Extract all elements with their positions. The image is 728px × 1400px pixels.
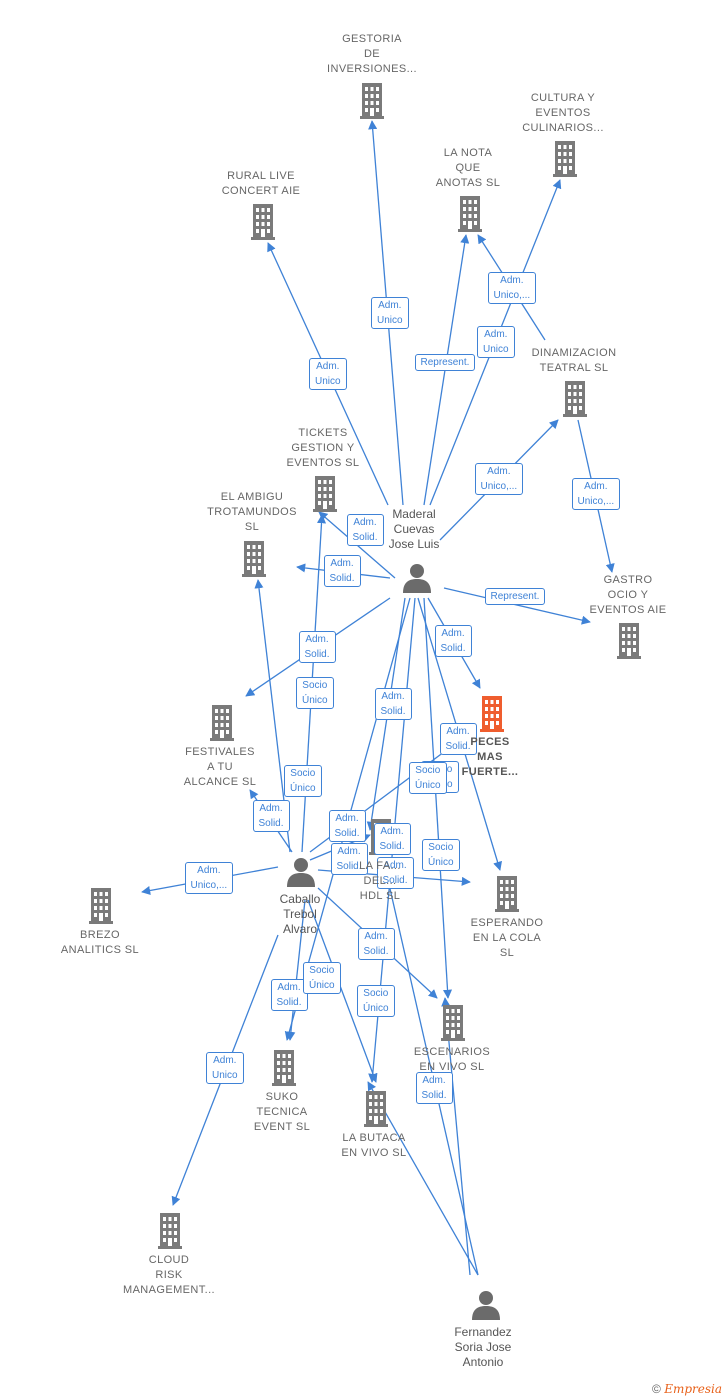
edge-label-caballo-suko[interactable]: Adm. Solid. — [270, 979, 308, 1011]
edge-label-caballo-tickets[interactable]: Socio Único — [296, 677, 334, 709]
edge-fernandez-butaca — [367, 1081, 479, 1276]
edge-label-maderal-lanota[interactable]: Represent. — [414, 353, 476, 371]
building-icon-rural[interactable] — [251, 204, 275, 240]
node-label-cloud[interactable]: CLOUD RISK MANAGEMENT... — [123, 1254, 215, 1296]
edge-label-maderal-tickets[interactable]: Adm. Solid. — [346, 514, 384, 546]
person-icon-fernandez[interactable] — [472, 1291, 500, 1320]
edge-label-maderal-gastro[interactable]: Represent. — [484, 587, 546, 605]
building-icon-escenarios[interactable] — [441, 1005, 465, 1041]
building-icon-lanota[interactable] — [458, 196, 482, 232]
edge-label-caballo-cloud[interactable]: Adm. Unico — [206, 1052, 244, 1084]
building-icon-esperando[interactable] — [495, 876, 519, 912]
edge-fernandez-escenarios — [441, 997, 471, 1276]
edge-caballo-butaca — [307, 899, 378, 1083]
edge-label-maderal-gestoria[interactable]: Adm. Unico — [371, 297, 409, 329]
node-label-fernandez[interactable]: Fernandez Soria Jose Antonio — [454, 1325, 512, 1369]
building-icon-ambigu[interactable] — [242, 541, 266, 577]
edge-label-dinamizacion-gastro[interactable]: Adm. Unico,... — [571, 478, 621, 510]
edge-label-caballo-escenarios[interactable]: Adm. Solid. — [357, 928, 395, 960]
edge-label-caballo-brezo[interactable]: Adm. Unico,... — [184, 862, 234, 894]
node-label-esperando[interactable]: ESPERANDO EN LA COLA SL — [470, 917, 544, 959]
edge-label-maderal-dinamizacion[interactable]: Adm. Unico,... — [474, 463, 524, 495]
edge-fernandez-lafabrica — [380, 857, 479, 1276]
brand-logo[interactable]: Empresia — [664, 1382, 722, 1396]
node-label-butaca[interactable]: LA BUTACA EN VIVO SL — [341, 1132, 407, 1159]
node-label-cultura[interactable]: CULTURA Y EVENTOS CULINARIOS... — [522, 92, 604, 134]
person-icon-caballo[interactable] — [287, 858, 315, 887]
node-label-tickets[interactable]: TICKETS GESTION Y EVENTOS SL — [286, 427, 360, 469]
edge-label-dinamizacion-lanota[interactable]: Adm. Unico,... — [487, 272, 537, 304]
edge-label-maderal-rural[interactable]: Adm. Unico — [309, 358, 347, 390]
edge-label-caballo-esperando[interactable]: Adm. Solid. — [376, 857, 414, 889]
building-icon-festivales[interactable] — [210, 705, 234, 741]
edge-label-maderal-escenarios[interactable]: Adm. Solid. — [439, 723, 477, 755]
node-label-suko[interactable]: SUKO TECNICA EVENT SL — [253, 1091, 311, 1133]
node-label-maderal[interactable]: Maderal Cuevas Jose Luis — [388, 507, 440, 551]
edge-label-maderal-lafabrica[interactable]: Adm. Solid. — [374, 688, 412, 720]
building-icon-dinamizacion[interactable] — [563, 381, 587, 417]
edge-label-caballo-festivales[interactable]: Adm. Solid. — [252, 800, 290, 832]
building-icon-gestoria[interactable] — [360, 83, 384, 119]
edge-label-maderal-ambigu[interactable]: Adm. Solid. — [323, 555, 361, 587]
node-label-lafabrica[interactable]: LA FA... DEL... HDL SL — [359, 860, 401, 902]
person-icon-maderal[interactable] — [403, 564, 431, 593]
edge-label-fernandez-escenarios[interactable]: Socio Único — [422, 839, 460, 871]
node-label-caballo[interactable]: Caballo Trebol Alvaro — [279, 892, 321, 936]
edge-maderal-escenarios — [423, 597, 453, 999]
node-label-ambigu[interactable]: EL AMBIGU TROTAMUNDOS SL — [207, 491, 297, 533]
node-label-dinamizacion[interactable]: DINAMIZACION TEATRAL SL — [531, 347, 617, 374]
edge-caballo-suko — [286, 899, 306, 1041]
edge-label-maderal-cultura[interactable]: Adm. Unico — [477, 326, 515, 358]
node-label-lanota[interactable]: LA NOTA QUE ANOTAS SL — [435, 147, 501, 189]
node-label-gestoria[interactable]: GESTORIA DE INVERSIONES... — [327, 33, 417, 75]
edge-label-maderal-butaca[interactable]: Socio Único — [357, 985, 395, 1017]
node-label-rural[interactable]: RURAL LIVE CONCERT AIE — [221, 170, 301, 197]
footer: © Empresia — [652, 1382, 722, 1396]
node-label-escenarios[interactable]: ESCENARIOS EN VIVO SL — [413, 1046, 491, 1073]
node-label-brezo[interactable]: BREZO ANALITICS SL — [60, 929, 140, 956]
edge-label-fernandez-lafabrica[interactable]: Adm. Solid. — [373, 823, 411, 855]
edge-maderal-gastro — [443, 587, 591, 625]
edge-label-caballo-peces[interactable]: Adm. Solid. — [328, 810, 366, 842]
edge-label-maderal-suko[interactable]: Adm. Solid. — [330, 843, 368, 875]
edge-label-maderal-peces[interactable]: Adm. Solid. — [434, 625, 472, 657]
building-icon-peces[interactable] — [480, 696, 504, 732]
copyright-symbol: © — [652, 1382, 661, 1396]
edge-label-caballo-ambigu[interactable]: Socio Único — [284, 765, 322, 797]
building-icon-cloud[interactable] — [158, 1213, 182, 1249]
edge-label-fernandez-butaca[interactable]: Adm. Solid. — [415, 1072, 453, 1104]
building-icon-cultura[interactable] — [553, 141, 577, 177]
edge-label-caballo-butaca[interactable]: Socio Único — [303, 962, 341, 994]
building-icon-gastro[interactable] — [617, 623, 641, 659]
building-icon-suko[interactable] — [272, 1050, 296, 1086]
building-icon-brezo[interactable] — [89, 888, 113, 924]
edge-label-maderal-festivales[interactable]: Adm. Solid. — [298, 631, 336, 663]
edge-label-caballo-lafabrica[interactable]: Socio Único — [409, 762, 447, 794]
node-label-festivales[interactable]: FESTIVALES A TU ALCANCE SL — [183, 746, 257, 788]
building-icon-butaca[interactable] — [364, 1091, 388, 1127]
node-label-gastro[interactable]: GASTRO OCIO Y EVENTOS AIE — [589, 574, 667, 616]
node-label-peces[interactable]: PECES MAS FUERTE... — [461, 736, 519, 778]
